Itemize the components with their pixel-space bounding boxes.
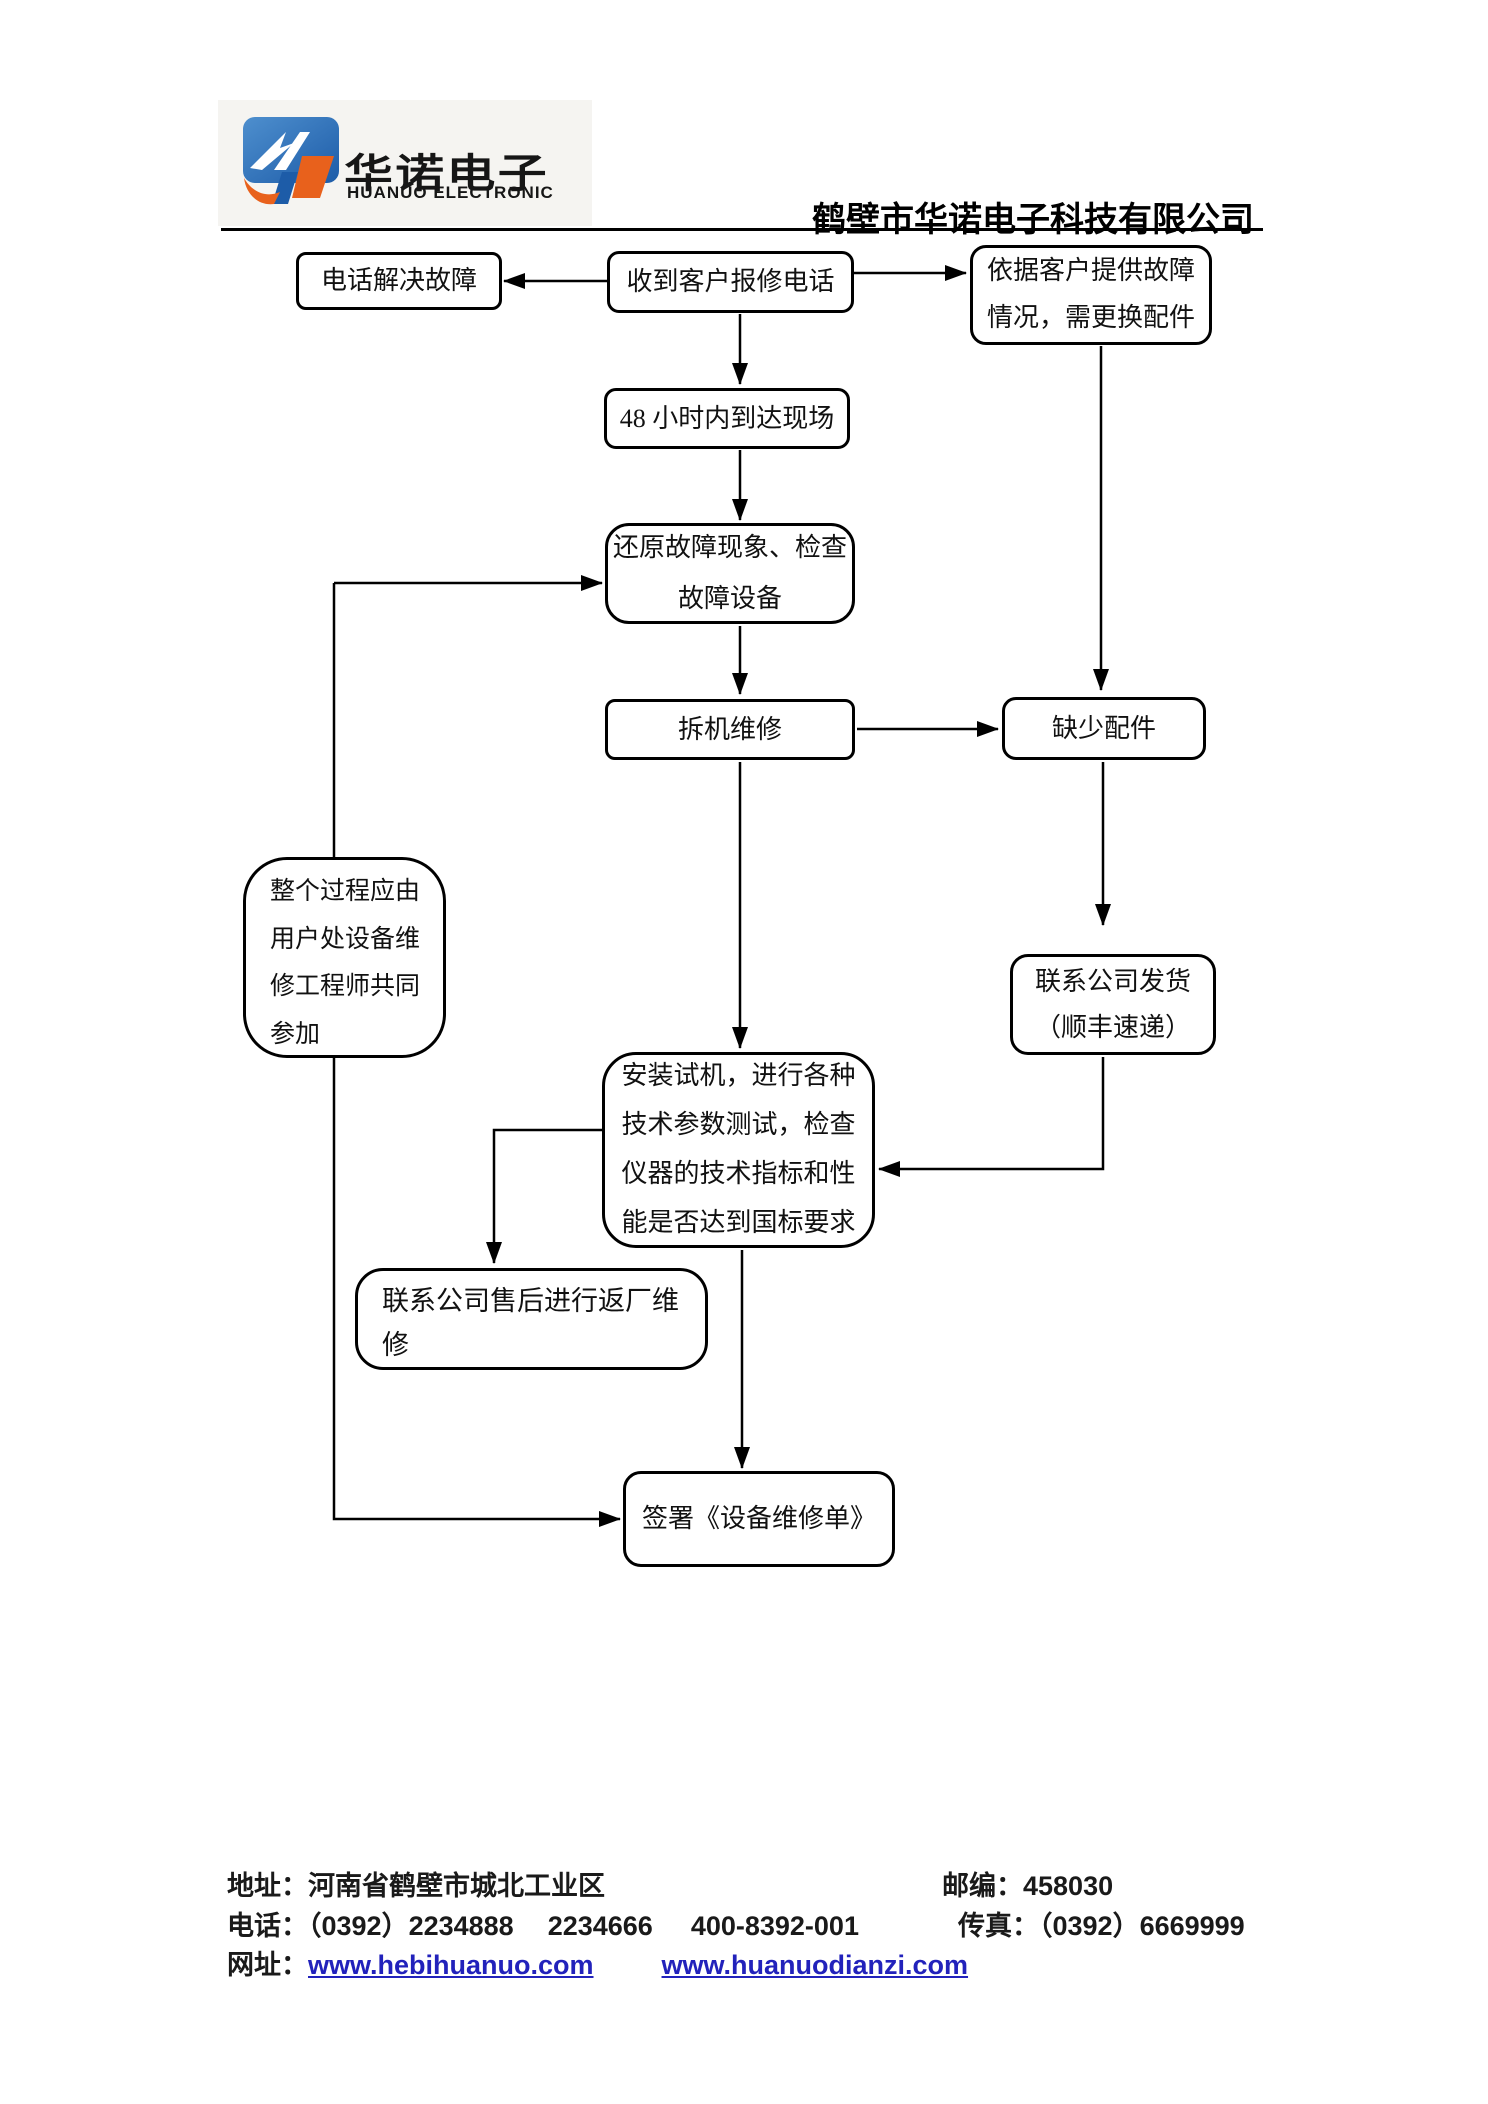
flow-node-return-factory: 联系公司售后进行返厂维 修 <box>355 1268 708 1370</box>
footer-postcode: 邮编：458030 <box>942 1871 1114 1901</box>
logo-text-cn: 华诺电子 <box>344 152 549 196</box>
flow-node-arrive-48h: 48 小时内到达现场 <box>604 388 850 449</box>
footer-website-label: 网址： <box>227 1950 308 1980</box>
flow-node-receive-call: 收到客户报修电话 <box>607 251 854 313</box>
flow-node-restore-check: 还原故障现象、检查 故障设备 <box>605 523 855 624</box>
footer-phone-alt2: 400-8392-001 <box>690 1911 859 1941</box>
footer-website-line: 网址：www.hebihuanuo.com www.huanuodianzi.co… <box>227 1948 968 1983</box>
flow-node-customer-parts: 依据客户提供故障 情况，需更换配件 <box>970 245 1212 345</box>
logo-text-en: HUANUO ELECTRONIC <box>347 183 554 202</box>
footer-link-hebihuanuo[interactable]: www.hebihuanuo.com <box>308 1950 594 1980</box>
arrow-note-to-sign <box>332 1058 621 1527</box>
arrow-install-to-return <box>486 1128 602 1264</box>
flow-node-ship-parts: 联系公司发货 （顺丰速递） <box>1010 954 1216 1055</box>
footer-phone-line: 电话：（0392）2234888 2234666 400-8392-001 <box>227 1909 859 1944</box>
footer-address: 地址：河南省鹤壁市城北工业区 <box>227 1871 605 1901</box>
arrow-ship-to-install <box>878 1057 1105 1177</box>
footer-fax: 传真：（0392）6669999 <box>958 1911 1245 1941</box>
flow-node-install-test: 安装试机，进行各种 技术参数测试，检查 仪器的技术指标和性 能是否达到国标要求 <box>602 1052 875 1248</box>
footer-phone: 电话：（0392）2234888 <box>227 1911 514 1941</box>
flow-node-lack-parts: 缺少配件 <box>1002 697 1206 760</box>
footer-phone-alt1: 2234666 <box>547 1911 653 1941</box>
flow-node-disassemble: 拆机维修 <box>605 699 855 760</box>
company-title: 鹤壁市华诺电子科技有限公司 <box>812 201 1254 239</box>
flow-node-sign-sheet: 签署《设备维修单》 <box>623 1471 895 1567</box>
footer-link-huanuodianzi[interactable]: www.huanuodianzi.com <box>661 1950 969 1980</box>
flow-node-process-note: 整个过程应由 用户处设备维 修工程师共同 参加 <box>243 857 446 1058</box>
header-rule <box>221 228 1263 231</box>
flow-node-phone-solve: 电话解决故障 <box>296 252 502 310</box>
huanuo-logo-icon <box>243 117 339 205</box>
